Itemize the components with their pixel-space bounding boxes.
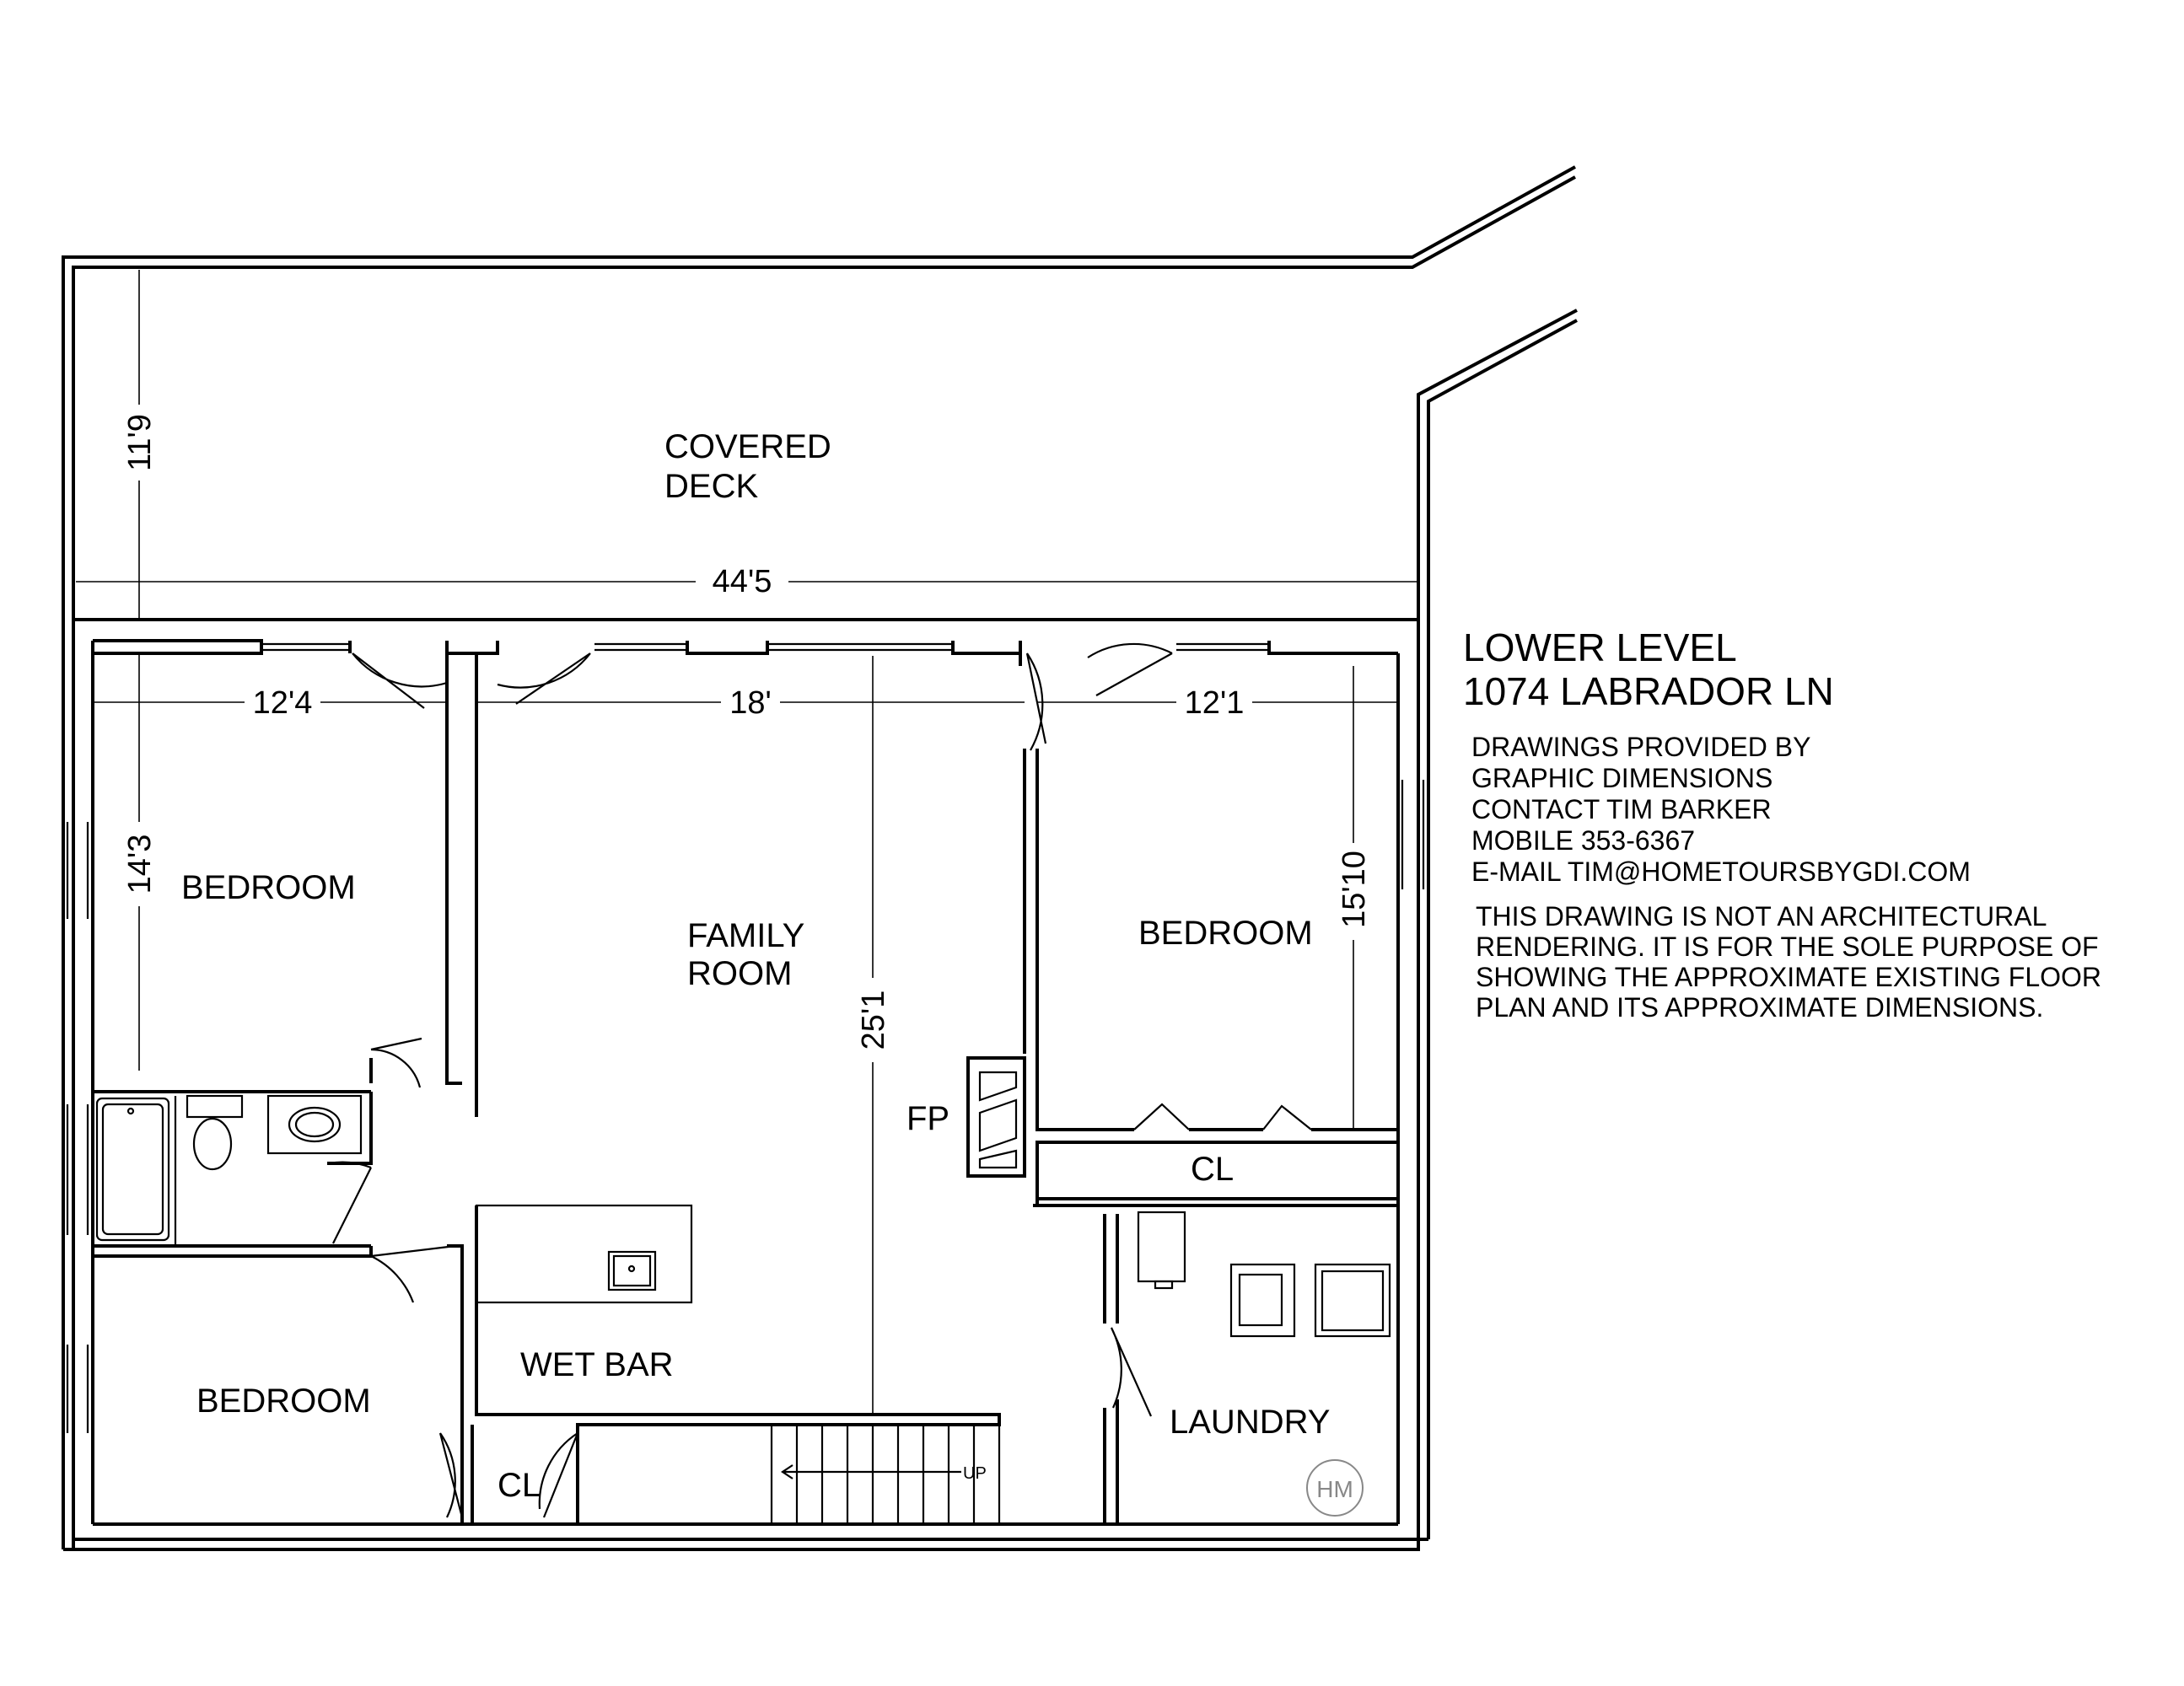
fireplace (966, 1056, 1026, 1178)
label-stairs-up: UP (963, 1464, 987, 1483)
dim-family-room-width: 18' (729, 685, 772, 721)
provider-line: MOBILE 353-6367 (1471, 825, 1696, 856)
label-laundry: LAUNDRY (1170, 1404, 1330, 1441)
hm-logo: HM (1306, 1459, 1364, 1517)
label-family-room-line1: FAMILY (687, 917, 804, 954)
label-covered-deck-line1: COVERED (664, 428, 831, 465)
dim-bedroom-right-depth: 15'10 (1337, 851, 1372, 928)
house-rear-wall (73, 618, 1418, 1526)
door-swings (328, 642, 1312, 1518)
provider-line: GRAPHIC DIMENSIONS (1471, 763, 1773, 793)
dim-bedroom-left-width: 12'4 (253, 685, 313, 721)
label-fireplace: FP (906, 1100, 949, 1137)
dim-bedroom-right-width: 12'1 (1185, 685, 1245, 721)
provider-info: DRAWINGS PROVIDED BY GRAPHIC DIMENSIONS … (1471, 732, 1971, 888)
dim-deck-depth: 11'9 (122, 414, 158, 471)
label-wet-bar: WET BAR (520, 1346, 674, 1383)
provider-line: CONTACT TIM BARKER (1471, 794, 1772, 824)
bath-fixtures (95, 1094, 363, 1246)
laundry-fixtures (1137, 1211, 1391, 1338)
disclaimer-line: RENDERING. IT IS FOR THE SOLE PURPOSE OF (1476, 932, 2099, 962)
plan-level: LOWER LEVEL (1463, 626, 1737, 669)
label-bedroom-bottom: BEDROOM (196, 1383, 371, 1420)
plan-address: 1074 LABRADOR LN (1463, 669, 1834, 713)
dimension-labels: 44'5 12'4 18' 12'1 11'9 14'3 25'1 15'10 (118, 405, 1374, 1062)
disclaimer-line: THIS DRAWING IS NOT AN ARCHITECTURAL (1476, 901, 2047, 932)
dim-deck-width: 44'5 (713, 564, 772, 599)
exterior-walls (62, 165, 1578, 1551)
label-closet-right: CL (1191, 1151, 1234, 1188)
plan-title-block: LOWER LEVEL 1074 LABRADOR LN (1463, 626, 1834, 713)
interior-walls (93, 653, 1400, 1526)
stairs (770, 1423, 1001, 1526)
label-covered-deck-line2: DECK (664, 468, 758, 505)
dim-family-room-depth: 25'1 (856, 991, 891, 1050)
room-labels: COVERED DECK BEDROOM FAMILY ROOM BEDROOM… (181, 428, 1330, 1504)
disclaimer-line: SHOWING THE APPROXIMATE EXISTING FLOOR (1476, 962, 2102, 992)
left-windows (66, 780, 1425, 1433)
provider-line: DRAWINGS PROVIDED BY (1471, 732, 1811, 762)
hm-logo-text: HM (1316, 1476, 1353, 1502)
label-bedroom-left: BEDROOM (181, 869, 356, 906)
disclaimer-line: PLAN AND ITS APPROXIMATE DIMENSIONS. (1476, 992, 2044, 1023)
wet-bar-counter (475, 1204, 693, 1304)
label-bedroom-right: BEDROOM (1138, 915, 1313, 952)
dim-bedroom-left-depth: 14'3 (122, 835, 158, 894)
label-closet-bottom: CL (498, 1467, 541, 1504)
label-family-room-line2: ROOM (687, 955, 792, 992)
provider-line: E-MAIL TIM@HOMETOURSBYGDI.COM (1471, 856, 1971, 887)
disclaimer: THIS DRAWING IS NOT AN ARCHITECTURAL REN… (1476, 901, 2101, 1023)
